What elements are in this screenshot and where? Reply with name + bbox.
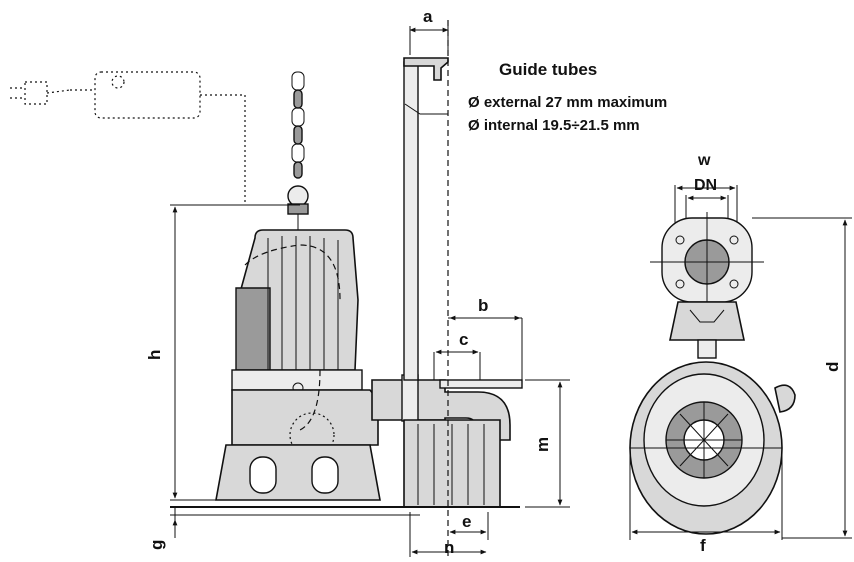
lifting-chain-icon: [287, 71, 309, 232]
power-plug-icon: [10, 81, 71, 105]
dim-h-label: h: [145, 350, 164, 360]
dim-n-label: n: [444, 538, 454, 557]
discharge-elbow: [371, 374, 523, 508]
front-dimension-lines: [629, 217, 852, 540]
spec-external: Ø external 27 mm maximum: [468, 94, 667, 111]
dim-w-label: w: [697, 152, 711, 169]
dim-dn-label: DN: [694, 177, 717, 194]
dim-f-label: f: [700, 536, 706, 555]
dim-b-label: b: [478, 296, 488, 315]
title-guide-tubes: Guide tubes: [499, 60, 597, 79]
pump-body: [215, 229, 381, 501]
dimension-lines: [170, 20, 570, 557]
dim-m-label: m: [533, 437, 552, 452]
pump-front-view: [629, 185, 796, 535]
float-switch-icon: [70, 71, 246, 205]
guide-tube: [403, 57, 449, 381]
dim-g-label: g: [147, 540, 166, 550]
dim-e-label: e: [462, 512, 471, 531]
dim-a-label: a: [423, 7, 433, 26]
dim-c-label: c: [459, 330, 468, 349]
spec-internal: Ø internal 19.5÷21.5 mm: [468, 117, 640, 134]
dim-d-label: d: [823, 362, 842, 372]
base-line: [170, 506, 520, 516]
